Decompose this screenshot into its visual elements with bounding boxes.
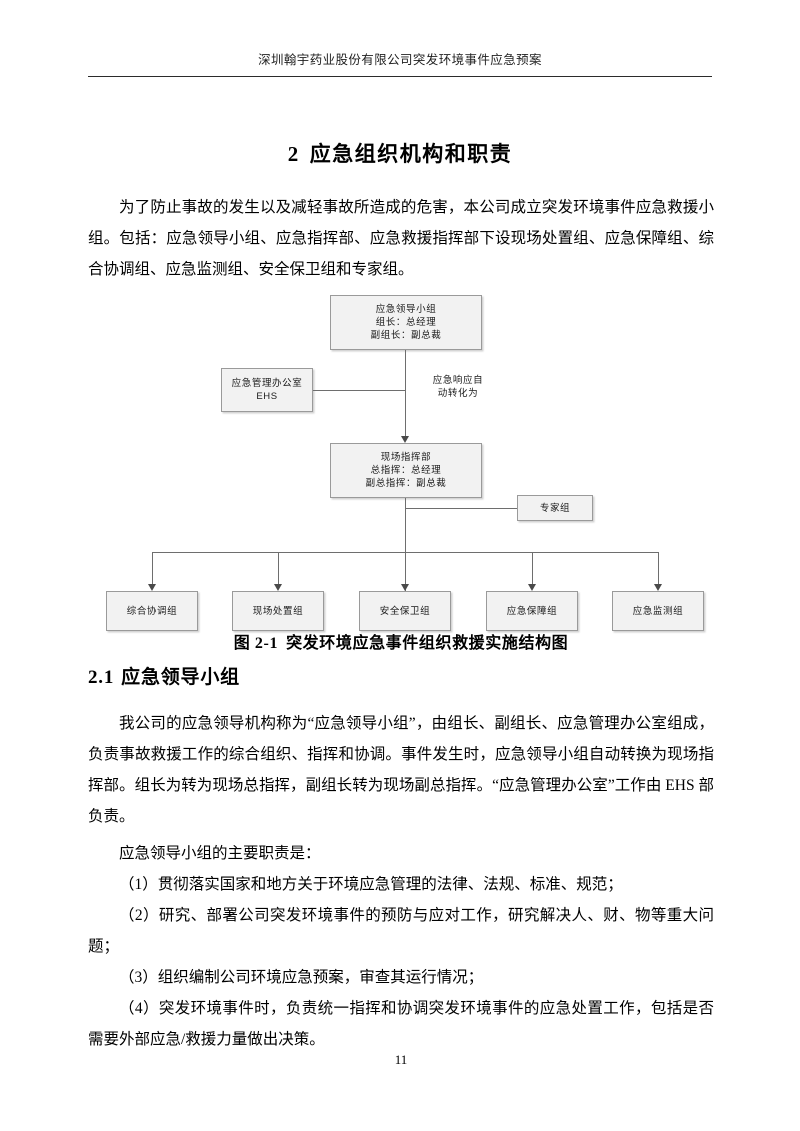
command-center-line1: 现场指挥部 (380, 452, 432, 463)
arrow-drop-2 (274, 584, 282, 591)
edge-office-to-trunk (313, 390, 406, 392)
page-number: 11 (394, 1052, 408, 1067)
edge-drop-2 (278, 552, 280, 586)
duty-item-1: （1）贯彻落实国家和地方关于环境应急管理的法律、法规、标准、规范； (119, 876, 623, 893)
org-node-subgroup-2: 现场处置组 (232, 591, 324, 631)
org-node-leader-group: 应急领导小组 组长：总经理 副组长：副总裁 (330, 295, 482, 350)
subgroup-5-label: 应急监测组 (632, 605, 684, 617)
edge-drop-3 (405, 552, 407, 586)
edge-drop-1 (152, 552, 154, 586)
org-node-command-center: 现场指挥部 总指挥：总经理 副总指挥：副总裁 (330, 443, 482, 498)
arrow-drop-1 (148, 584, 156, 591)
arrow-drop-5 (654, 584, 662, 591)
org-chart-figure: 应急领导小组 组长：总经理 副组长：副总裁 应急管理办公室 EHS 应急响应自 … (88, 290, 714, 631)
subgroup-4-label: 应急保障组 (506, 605, 558, 617)
leader-group-line2: 组长：总经理 (375, 317, 437, 328)
edge-drop-5 (658, 552, 660, 586)
header-divider (88, 76, 712, 77)
section-number: 2.1 (88, 667, 115, 688)
running-header: 深圳翰宇药业股份有限公司突发环境事件应急预案 (88, 52, 712, 68)
figure-caption-text: 突发环境应急事件组织救援实施结构图 (286, 635, 569, 652)
office-line1: 应急管理办公室 (231, 378, 303, 389)
chapter-title-text: 应急组织机构和职责 (309, 142, 513, 166)
expert-group-label: 专家组 (539, 502, 571, 514)
office-line2: EHS (256, 391, 278, 402)
subgroup-3-label: 安全保卫组 (379, 605, 431, 617)
transition-label-line1: 应急响应自 (432, 375, 484, 386)
leader-group-line1: 应急领导小组 (375, 304, 437, 315)
org-node-subgroup-1: 综合协调组 (106, 591, 198, 631)
running-header-text: 深圳翰宇药业股份有限公司突发环境事件应急预案 (258, 53, 542, 67)
duty-item-2: （2）研究、部署公司突发环境事件的预防与应对工作，研究解决人、财、物等重大问题； (88, 907, 714, 955)
edge-leader-to-command (405, 350, 407, 438)
edge-command-trunk (405, 498, 407, 600)
command-center-line3: 副总指挥：副总裁 (365, 478, 447, 489)
figure-number: 图 2-1 (233, 635, 279, 652)
org-node-subgroup-4: 应急保障组 (486, 591, 578, 631)
arrow-drop-4 (528, 584, 536, 591)
arrow-leader-to-command (401, 436, 409, 443)
section-paragraph-1: 我公司的应急领导机构称为“应急领导小组”，由组长、副组长、应急管理办公室组成，负… (88, 715, 714, 825)
edge-drop-4 (532, 552, 534, 586)
org-node-subgroup-5: 应急监测组 (612, 591, 704, 631)
intro-paragraph: 为了防止事故的发生以及减轻事故所造成的危害，本公司成立突发环境事件应急救援小组。… (88, 199, 714, 278)
section-heading: 2.1 应急领导小组 (88, 662, 240, 689)
figure-caption: 图 2-1 突发环境应急事件组织救援实施结构图 (88, 629, 714, 653)
transition-label: 应急响应自 动转化为 (418, 374, 498, 400)
transition-label-line2: 动转化为 (437, 388, 479, 399)
leader-group-line3: 副组长：副总裁 (370, 330, 442, 341)
subgroup-2-label: 现场处置组 (252, 605, 304, 617)
duties-lead-in: 应急领导小组的主要职责是： (119, 845, 321, 862)
subgroup-1-label: 综合协调组 (126, 605, 178, 617)
edge-expert-to-trunk (405, 508, 517, 510)
command-center-line2: 总指挥：总经理 (370, 465, 442, 476)
duty-item-4: （4）突发环境事件时，负责统一指挥和协调突发环境事件的应急处置工作，包括是否需要… (88, 1000, 714, 1048)
org-node-subgroup-3: 安全保卫组 (359, 591, 451, 631)
chapter-number: 2 (287, 142, 300, 166)
org-node-expert-group: 专家组 (517, 495, 593, 521)
page-title: 2 应急组织机构和职责 (88, 138, 712, 168)
section-title: 应急领导小组 (121, 667, 240, 688)
duty-item-3: （3）组织编制公司环境应急预案，审查其运行情况； (119, 969, 484, 986)
arrow-drop-3 (401, 584, 409, 591)
org-node-management-office: 应急管理办公室 EHS (221, 368, 313, 412)
